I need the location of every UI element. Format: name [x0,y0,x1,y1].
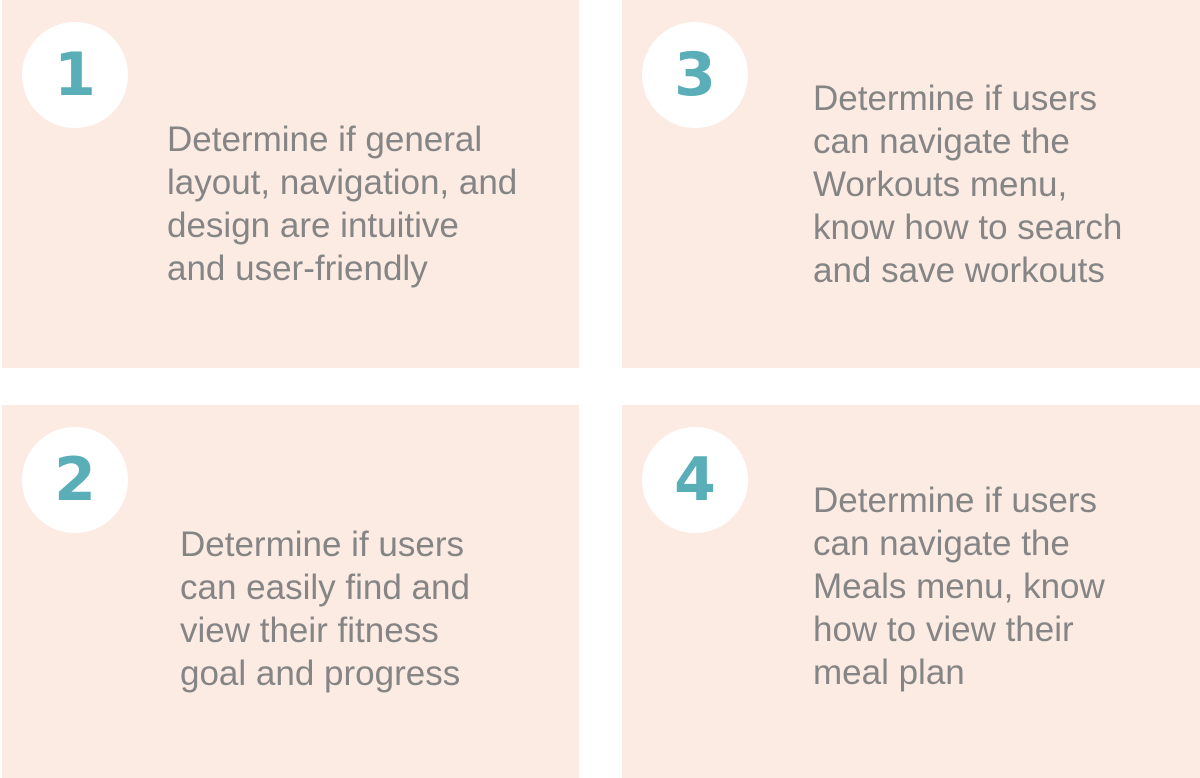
goal-card-1: 1 Determine if general layout, navigatio… [2,0,579,368]
goal-card-3: 3 Determine if users can navigate the Wo… [622,0,1200,368]
goal-description: Determine if users can navigate the Work… [813,79,1123,290]
number-label: 4 [674,445,716,515]
goal-description: Determine if general layout, navigation,… [167,120,518,288]
number-label: 3 [674,40,716,110]
number-badge: 1 [22,22,128,128]
number-badge: 2 [22,427,128,533]
goal-description: Determine if users can navigate the Meal… [813,481,1105,692]
goal-description: Determine if users can easily find and v… [180,525,470,693]
number-badge: 4 [642,427,748,533]
number-label: 1 [54,40,96,110]
number-badge: 3 [642,22,748,128]
goal-card-2: 2 Determine if users can easily find and… [2,405,579,778]
goal-card-4: 4 Determine if users can navigate the Me… [622,405,1200,778]
number-label: 2 [54,445,96,515]
